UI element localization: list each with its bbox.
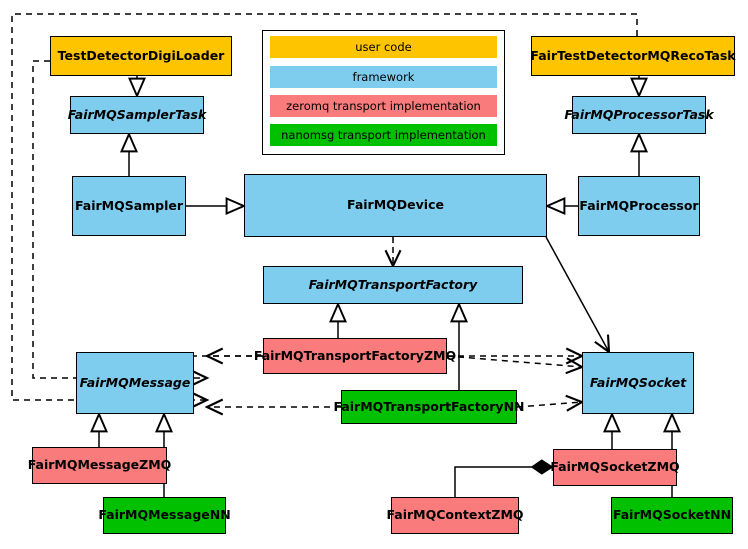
- class-box-fairmqsocketzmq[interactable]: FairMQSocketZMQ: [550, 449, 680, 486]
- class-box-label: FairMQTransportFactory: [308, 276, 478, 292]
- legend-item-nanomsg: nanomsg transport implementation: [270, 124, 497, 146]
- legend-label-framework: framework: [352, 70, 415, 84]
- class-box-label: FairTestDetectorMQRecoTask: [530, 47, 736, 63]
- class-box-label: FairMQTransportFactoryZMQ: [253, 347, 457, 363]
- edge-tfnn-socket: [516, 402, 582, 407]
- legend-label-nanomsg: nanomsg transport implementation: [281, 128, 486, 142]
- class-box-label: FairMQDevice: [347, 197, 444, 213]
- class-box-label: FairMQContextZMQ: [386, 507, 524, 523]
- legend-item-user-code: user code: [270, 36, 497, 58]
- class-box-fairmqsocket[interactable]: FairMQSocket: [582, 352, 694, 414]
- legend-label-zeromq: zeromq transport implementation: [286, 99, 481, 113]
- class-box-label: FairMQProcessor: [579, 197, 699, 213]
- class-box-fairmqdevice[interactable]: FairMQDevice: [244, 174, 547, 237]
- class-box-label: FairMQTransportFactoryNN: [333, 398, 525, 414]
- class-box-fairmqtransportfactorynn[interactable]: FairMQTransportFactoryNN: [334, 390, 525, 424]
- class-box-fairmqmessagenn[interactable]: FairMQMessageNN: [98, 497, 231, 534]
- edge-device-socket: [545, 236, 609, 352]
- class-box-label: FairMQMessageNN: [98, 507, 231, 523]
- class-box-fairmqmessagezmq[interactable]: FairMQMessageZMQ: [28, 447, 171, 484]
- edge-tfzmq-socket: [446, 355, 582, 367]
- class-box-fairmqprocessor[interactable]: FairMQProcessor: [578, 176, 700, 236]
- class-box-fairmqsampler[interactable]: FairMQSampler: [72, 176, 186, 236]
- class-box-testdetectordigiloader[interactable]: TestDetectorDigiLoader: [50, 36, 232, 76]
- class-box-label: FairMQSocket: [589, 374, 687, 390]
- class-box-label: FairMQSampler: [74, 197, 184, 213]
- class-box-fairtestdetectormqrecotask[interactable]: FairTestDetectorMQRecoTask: [530, 36, 736, 76]
- class-box-fairmqtransportfactory[interactable]: FairMQTransportFactory: [263, 266, 523, 304]
- class-box-fairmqsocketnn[interactable]: FairMQSocketNN: [611, 497, 733, 534]
- class-box-label: FairMQMessage: [79, 374, 191, 390]
- legend-item-framework: framework: [270, 66, 497, 88]
- edge-contextzmq-socketzmq: [454, 459, 554, 497]
- class-box-label: FairMQProcessorTask: [564, 106, 714, 122]
- edge-recotask-message: [11, 13, 638, 400]
- class-box-fairmqprocessortask[interactable]: FairMQProcessorTask: [564, 96, 714, 134]
- class-box-label: FairMQSocketZMQ: [550, 459, 680, 475]
- class-box-fairmqcontextzmq[interactable]: FairMQContextZMQ: [386, 497, 524, 534]
- class-box-fairmqtransportfactoryzmq[interactable]: FairMQTransportFactoryZMQ: [254, 338, 456, 374]
- class-box-label: FairMQSamplerTask: [67, 106, 207, 122]
- legend-label-user-code: user code: [355, 40, 412, 54]
- class-box-label: FairMQMessageZMQ: [27, 457, 172, 473]
- class-box-fairmqmessage[interactable]: FairMQMessage: [76, 352, 194, 414]
- class-box-label: TestDetectorDigiLoader: [57, 47, 225, 63]
- class-box-label: FairMQSocketNN: [612, 507, 732, 523]
- class-box-fairmqsamplertask[interactable]: FairMQSamplerTask: [67, 96, 207, 134]
- legend-item-zeromq: zeromq transport implementation: [270, 95, 497, 117]
